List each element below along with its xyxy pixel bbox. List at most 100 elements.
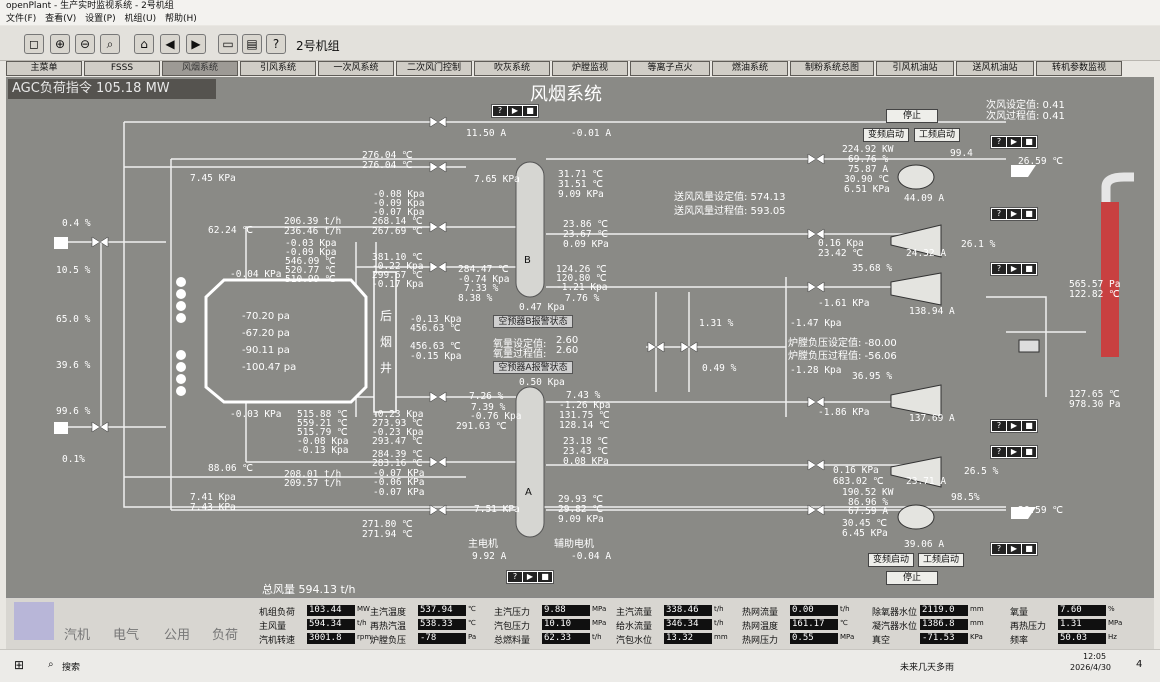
pa-fan-b-controls[interactable]: ?▶■ (990, 207, 1038, 221)
power-start-button-top[interactable]: 工频启动 (914, 128, 960, 142)
forward-icon[interactable]: ▶ (186, 34, 206, 54)
status-unit: MPa (840, 633, 855, 641)
measurement-value: 31.71 ℃ (558, 169, 603, 180)
back-icon[interactable]: ◀ (160, 34, 180, 54)
var-start-button-top[interactable]: 变频启动 (863, 128, 909, 142)
measurement-value: 35.68 % (852, 263, 893, 274)
o2-setpoint-value: 2.60 (556, 335, 579, 346)
zoom-out-icon[interactable]: ⊖ (75, 34, 95, 54)
menu-file[interactable]: 文件(F) (6, 14, 37, 24)
id-fan-a-controls[interactable]: ?▶■ (990, 419, 1038, 433)
tab-fsss[interactable]: FSSS (84, 61, 160, 76)
tab-secondary-damper[interactable]: 二次风门控制 (396, 61, 472, 76)
measurement-value: 273.93 ℃ (372, 418, 423, 429)
measurement-value: 23.67 ℃ (563, 229, 608, 240)
measurement-value: 0.49 % (702, 363, 737, 374)
status-unit: MW (357, 605, 370, 613)
measurement-value: 268.14 ℃ (372, 216, 423, 227)
status-label: 主风量 (259, 622, 287, 632)
notification-count[interactable]: 4 (1136, 659, 1143, 670)
measurement-value: 284.47 ℃ (458, 264, 509, 275)
tab-id-fan-oil[interactable]: 引风机油站 (876, 61, 954, 76)
aux-motor-label: 辅助电机 (554, 539, 594, 550)
search-box[interactable]: 搜索 (62, 663, 81, 673)
tab-bar: 主菜单 FSSS 风烟系统 引风系统 一次风系统 二次风门控制 吹灰系统 炉膛监… (6, 61, 1156, 76)
tab-main-menu[interactable]: 主菜单 (6, 61, 82, 76)
taskbar: ⊞ ⌕ 搜索 未来几天多雨 12:05 2026/4/30 4 (0, 649, 1160, 682)
measurement-value: 23.71 A (906, 476, 947, 487)
measurement-value: 236.46 t/h (284, 226, 342, 237)
measurement-value: 565.57 Pa (1069, 279, 1121, 290)
status-label: 凝汽器水位 (872, 622, 918, 632)
nav-load[interactable]: 负荷 (212, 628, 239, 643)
status-value: 161.17 (790, 619, 838, 630)
stop-button-top[interactable]: 停止 (886, 109, 938, 123)
menu-help[interactable]: 帮助(H) (164, 14, 197, 24)
menu-settings[interactable]: 设置(P) (85, 14, 116, 24)
status-label: 主汽压力 (494, 608, 531, 618)
measurement-value: 7.39 % (471, 402, 506, 413)
print-icon[interactable]: ▤ (242, 34, 262, 54)
stop-icon: ■ (1022, 421, 1036, 431)
measurement-value: -0.13 Kpa (410, 314, 462, 325)
status-label: 主汽流量 (616, 608, 653, 618)
folder-icon[interactable]: ▭ (218, 34, 238, 54)
window-title: openPlant - 生产实时监视系统 - 2号机组 (6, 1, 174, 11)
fd-fan-b-controls[interactable]: ?▶■ (990, 135, 1038, 149)
zoom-in-icon[interactable]: ⊕ (50, 34, 70, 54)
measurement-value: -0.04 KPa (230, 269, 282, 280)
power-start-button-bottom[interactable]: 工频启动 (918, 553, 964, 567)
menu-bar: 文件(F) 查看(V) 设置(P) 机组(U) 帮助(H) (0, 13, 1160, 25)
tab-plasma-ignition[interactable]: 等离子点火 (630, 61, 710, 76)
nav-turbine[interactable]: 汽机 (64, 628, 91, 643)
zoom-reset-icon[interactable]: ⌕ (100, 34, 120, 54)
nav-logo (14, 602, 54, 640)
fd-fan-a-controls[interactable]: ?▶■ (990, 542, 1038, 556)
help-icon[interactable]: ? (266, 34, 286, 54)
tab-rotating-machine[interactable]: 转机参数监视 (1036, 61, 1122, 76)
play-icon: ▶ (523, 572, 537, 582)
id-fan-b-controls[interactable]: ?▶■ (990, 262, 1038, 276)
var-start-button-bottom[interactable]: 变频启动 (868, 553, 914, 567)
nav-electrical[interactable]: 电气 (113, 628, 140, 643)
tab-pulverizing[interactable]: 制粉系统总图 (790, 61, 874, 76)
tab-fd-fan-oil[interactable]: 送风机油站 (956, 61, 1034, 76)
help-icon: ? (992, 421, 1006, 431)
preheater-b-alarm: 空预器B报警状态 (493, 315, 573, 328)
measurement-value: 138.94 A (909, 306, 955, 317)
measurement-value: 206.39 t/h (284, 216, 342, 227)
nav-common[interactable]: 公用 (164, 628, 191, 643)
tab-induced-draft[interactable]: 引风系统 (240, 61, 316, 76)
measurement-value: 7.45 KPa (190, 173, 236, 184)
start-icon[interactable]: ⊞ (14, 658, 25, 672)
status-value: 1.31 (1058, 619, 1106, 630)
tab-primary-air[interactable]: 一次风系统 (318, 61, 394, 76)
measurement-value: 978.30 Pa (1069, 399, 1121, 410)
preheater-b-controls[interactable]: ?▶■ (491, 104, 539, 118)
menu-unit[interactable]: 机组(U) (124, 14, 157, 24)
status-label: 热网流量 (742, 608, 779, 618)
measurement-value: 546.09 ℃ (285, 256, 336, 267)
help-icon: ? (992, 209, 1006, 219)
menu-view[interactable]: 查看(V) (45, 14, 77, 24)
home-icon[interactable]: ⌂ (134, 34, 154, 54)
tab-furnace-monitor[interactable]: 炉膛监视 (552, 61, 628, 76)
flue-gas-diagram: AGC负荷指令 105.18 MW 风烟系统 ?▶■ ?▶■ ?▶■ ?▶■ ?… (6, 77, 1154, 597)
tab-soot-blowing[interactable]: 吹灰系统 (474, 61, 550, 76)
rear-pass-char-3: 井 (380, 361, 393, 375)
tab-fuel-oil[interactable]: 燃油系统 (712, 61, 788, 76)
search-icon[interactable]: ⌕ (48, 659, 54, 670)
play-icon: ▶ (1007, 264, 1021, 274)
measurement-value: 515.88 ℃ (297, 409, 348, 420)
measurement-value: 29.82 ℃ (558, 504, 603, 515)
unit-label: 2号机组 (296, 39, 340, 53)
window-icon[interactable]: ◻ (24, 34, 44, 54)
preheater-a-controls[interactable]: ?▶■ (506, 570, 554, 584)
tab-flue-gas[interactable]: 风烟系统 (162, 61, 238, 76)
status-value: 594.34 (307, 619, 355, 630)
measurement-value: 559.21 ℃ (297, 418, 348, 429)
stop-button-bottom[interactable]: 停止 (886, 571, 938, 585)
status-label: 再热汽温 (370, 622, 407, 632)
pa-fan-a-controls[interactable]: ?▶■ (990, 445, 1038, 459)
piping-schematic (54, 116, 1134, 538)
